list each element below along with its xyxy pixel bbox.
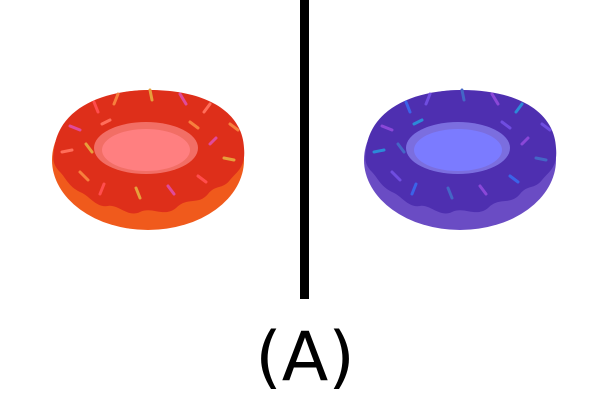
blue-donut-sprinkles <box>372 88 552 200</box>
blue-donut-hole <box>414 129 502 171</box>
panel-label: (A) <box>255 318 355 397</box>
blue-donut <box>364 88 557 230</box>
red-donut <box>52 88 245 230</box>
divider-line <box>300 0 309 299</box>
red-donut-hole <box>102 129 190 171</box>
red-donut-sprinkles <box>60 88 240 200</box>
